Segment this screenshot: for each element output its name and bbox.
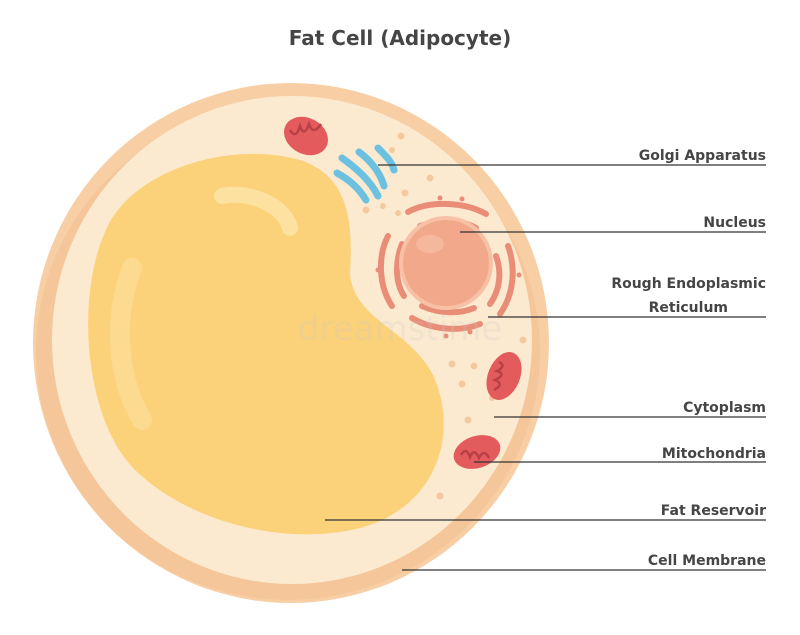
mitochondrion-right: [486, 352, 522, 400]
mitochondrion-top: [284, 116, 328, 156]
mitochondrion-bottom: [453, 435, 501, 469]
nucleus-rim: [399, 216, 493, 310]
er-ribosomes: [375, 195, 522, 339]
fat-reservoir-shine: [214, 186, 298, 236]
label-cell-membrane: Cell Membrane: [648, 553, 766, 569]
leader-lines: [325, 164, 766, 571]
label-rough-er-line2: Reticulum: [649, 300, 728, 316]
fat-reservoir-shine-side: [110, 258, 152, 430]
label-nucleus: Nucleus: [703, 215, 766, 231]
fat-reservoir: [88, 153, 444, 535]
label-rough-er-line1: Rough Endoplasmic: [611, 276, 766, 292]
label-cytoplasm: Cytoplasm: [683, 400, 766, 416]
label-fat-reservoir: Fat Reservoir: [661, 503, 766, 519]
label-golgi-apparatus: Golgi Apparatus: [639, 148, 766, 164]
cytoplasm-granules: [362, 132, 527, 500]
nucleus-highlight: [416, 235, 444, 253]
golgi-apparatus: [333, 144, 398, 204]
diagram-title: Fat Cell (Adipocyte): [288, 26, 512, 50]
label-mitochondria: Mitochondria: [662, 446, 766, 462]
